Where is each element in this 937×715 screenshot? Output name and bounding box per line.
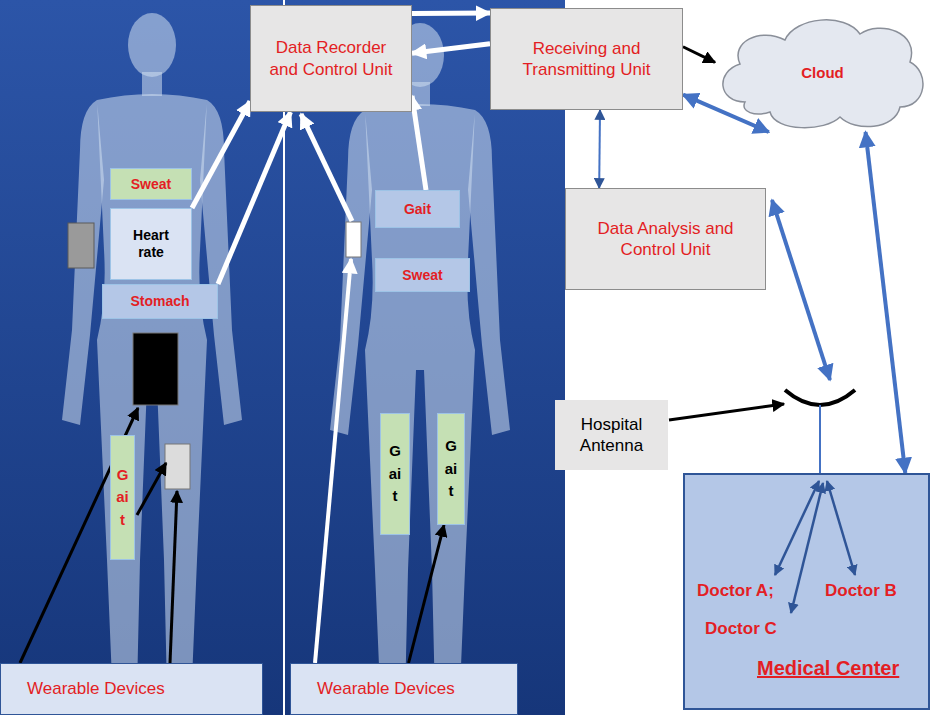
sensor-label: Gait xyxy=(437,413,465,525)
link-arrow xyxy=(791,483,823,613)
signal-arrow xyxy=(192,101,250,208)
node-text: Medical Center xyxy=(757,657,899,680)
signal-arrow xyxy=(412,44,490,53)
node-label: Sweat xyxy=(380,267,465,284)
wearable-device xyxy=(165,444,190,489)
node-label: Sweat xyxy=(115,176,187,193)
node-label: Data Analysis and Control Unit xyxy=(576,218,755,261)
pointer-arrow xyxy=(137,463,166,515)
pointer-arrow xyxy=(669,404,784,420)
node-text: Doctor C xyxy=(705,619,777,639)
antenna-feed xyxy=(819,405,821,473)
device-label-box: Wearable Devices xyxy=(0,663,263,715)
link-arrow xyxy=(866,132,906,473)
node-label: Stomach xyxy=(107,293,213,310)
pointer-arrow xyxy=(409,525,444,663)
antenna-label-box: Hospital Antenna xyxy=(555,400,668,470)
signal-arrow xyxy=(412,11,490,16)
pointer-arrow xyxy=(20,408,138,663)
pointer-arrow xyxy=(315,259,351,663)
signal-arrow xyxy=(412,96,426,190)
signal-arrow xyxy=(218,112,291,284)
node-label: Gait xyxy=(444,435,459,503)
node-label: Receiving and Transmitting Unit xyxy=(501,38,672,81)
wearable-device xyxy=(68,223,94,268)
sensor-label: Gait xyxy=(380,413,410,535)
back-figure xyxy=(330,23,510,700)
node-label: Wearable Devices xyxy=(317,679,507,699)
node-label: Data Recorder and Control Unit xyxy=(261,37,401,80)
signal-arrow xyxy=(301,114,352,221)
node-label: Gait xyxy=(388,440,403,508)
sensor-label: Gait xyxy=(110,435,135,560)
front-figure xyxy=(62,13,242,690)
medical-center-box: Doctor A; Doctor B Doctor C Medical Center xyxy=(683,473,930,710)
sensor-label: Sweat xyxy=(375,258,470,292)
node-label: Heart rate xyxy=(122,227,180,261)
node-text: Doctor B xyxy=(825,581,897,601)
sensor-label: Stomach xyxy=(102,284,218,319)
node-label: Wearable Devices xyxy=(27,679,252,699)
link-arrow xyxy=(598,110,601,188)
upload-arrow xyxy=(683,47,715,63)
link-arrow xyxy=(772,200,830,380)
cloud-node: Cloud xyxy=(715,12,930,132)
sensor-label: Sweat xyxy=(110,168,192,200)
node-label: Cloud xyxy=(715,64,930,81)
link-arrow xyxy=(827,481,855,575)
node-label: Gait xyxy=(380,201,455,218)
sensor-label: Gait xyxy=(375,190,460,228)
wearable-device xyxy=(346,222,361,257)
analysis-unit-box: Data Analysis and Control Unit xyxy=(565,188,766,290)
sensor-label: Heart rate xyxy=(110,208,192,280)
device-label-box: Wearable Devices xyxy=(290,663,518,715)
node-text: Doctor A; xyxy=(697,581,774,601)
node-label: Hospital Antenna xyxy=(561,414,662,457)
node-label: Gait xyxy=(115,464,130,532)
transceiver-box: Receiving and Transmitting Unit xyxy=(490,8,683,110)
antenna-dish xyxy=(785,390,855,405)
wearable-device xyxy=(133,333,178,405)
control-unit-box: Data Recorder and Control Unit xyxy=(250,5,412,112)
pointer-arrow xyxy=(170,491,177,663)
photo-background xyxy=(0,0,283,715)
